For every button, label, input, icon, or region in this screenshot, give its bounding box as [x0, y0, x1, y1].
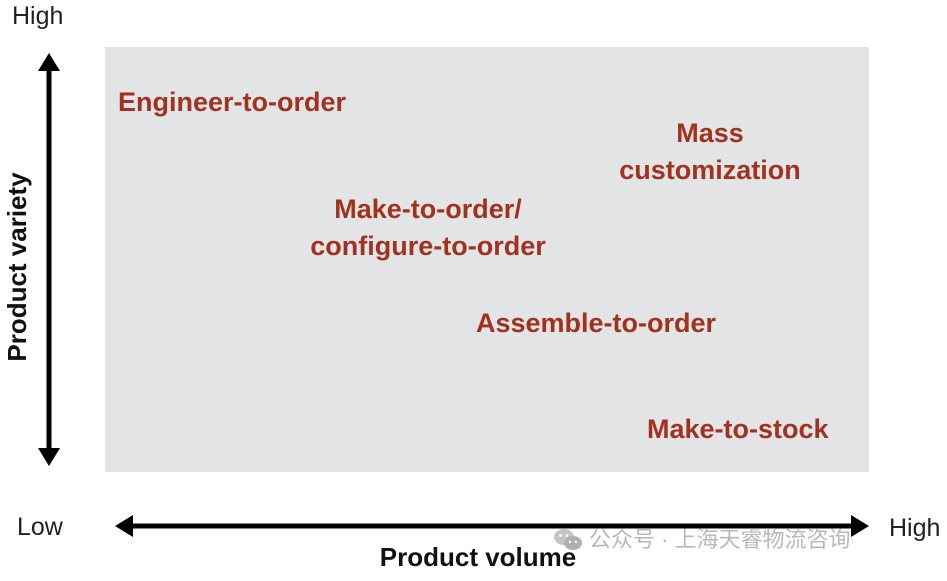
mass-customization-line2: customization: [619, 155, 801, 185]
watermark: 公众号 · 上海天睿物流咨询: [553, 527, 851, 553]
wechat-icon: [554, 529, 582, 550]
y-axis-arrow: [38, 53, 60, 466]
x-axis-low-label: Low: [17, 513, 63, 541]
diagram-panel: [105, 47, 869, 472]
assemble-to-order-label: Assemble-to-order: [476, 305, 716, 342]
mass-customization-line1: Mass: [676, 118, 744, 148]
watermark-text: 公众号 · 上海天睿物流咨询: [589, 527, 851, 552]
make-to-order-line2: configure-to-order: [310, 231, 546, 261]
x-axis-title: Product volume: [379, 542, 577, 572]
make-to-stock-text: Make-to-stock: [647, 414, 829, 444]
make-to-order-line1: Make-to-order/: [334, 194, 522, 224]
x-axis-arrow: [115, 515, 869, 537]
mass-customization-label: Mass customization: [619, 115, 801, 189]
x-axis-high-label: High: [889, 514, 941, 542]
make-to-order-label: Make-to-order/ configure-to-order: [310, 191, 546, 265]
engineer-to-order-text: Engineer-to-order: [118, 87, 347, 117]
y-axis-high-label: High: [12, 2, 64, 30]
make-to-stock-label: Make-to-stock: [647, 411, 829, 448]
engineer-to-order-label: Engineer-to-order: [118, 84, 346, 121]
y-axis-title: Product variety: [2, 172, 32, 362]
assemble-to-order-text: Assemble-to-order: [475, 308, 717, 338]
